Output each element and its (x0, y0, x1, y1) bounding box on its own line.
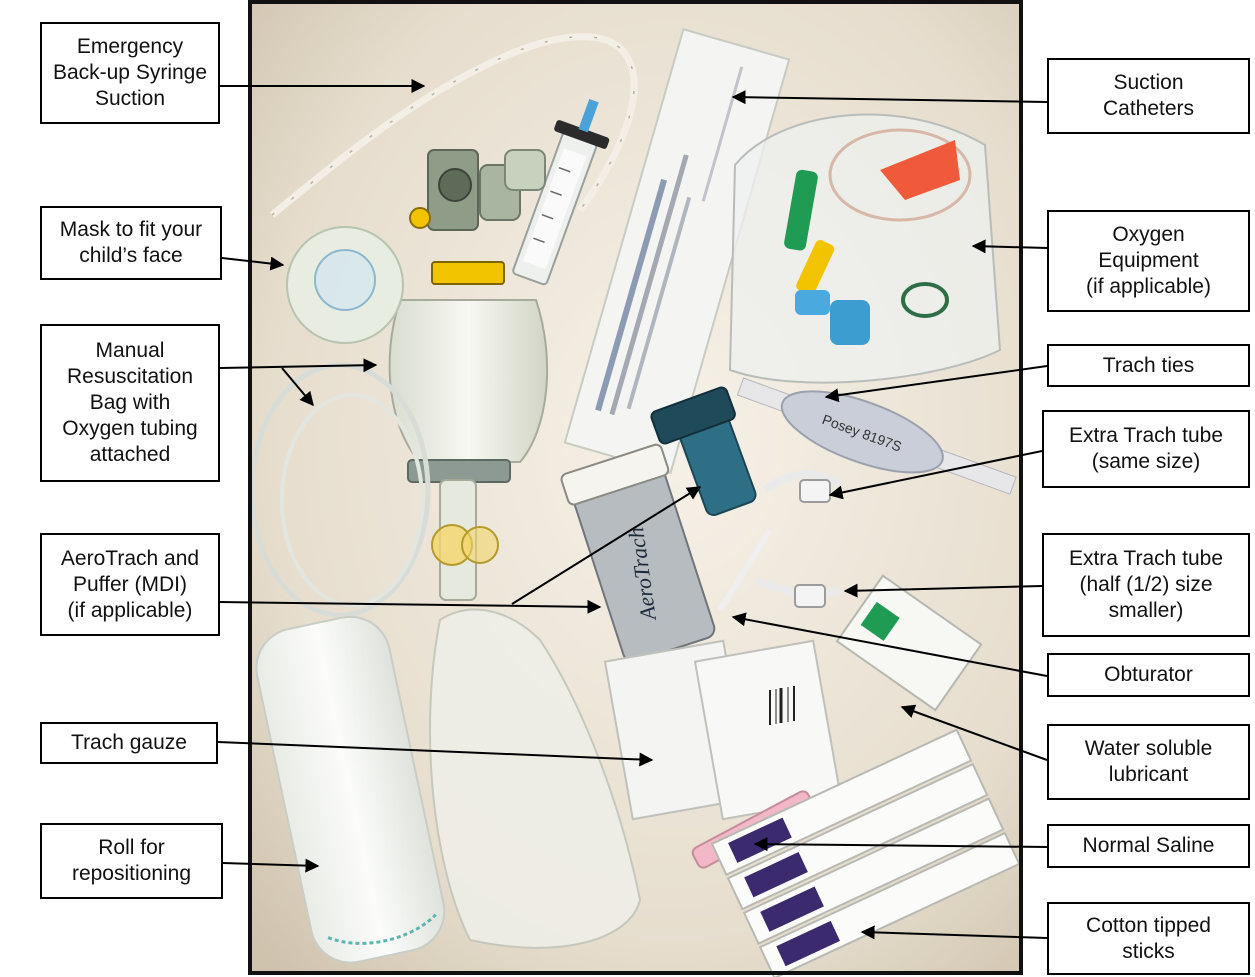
arrow-tubing (281, 367, 314, 407)
label-suction-catheters: Suction Catheters (1047, 58, 1250, 134)
obturator-device (717, 528, 773, 612)
cotton-stick-packages (710, 728, 1021, 977)
label-oxygen-equipment: Oxygen Equipment (if applicable) (1047, 210, 1250, 312)
resuscitation-bag (388, 149, 642, 949)
arrow-mask (221, 256, 285, 271)
arrow-oxygen-equipment (971, 239, 1048, 254)
oxygen-reservoir-bag (429, 608, 642, 949)
extra-trach-tube-half (753, 576, 842, 608)
label-lubricant: Water soluble lubricant (1047, 724, 1250, 800)
arrow-saline (753, 837, 1048, 852)
lubricant-packet (835, 574, 983, 712)
oxygen-mask-rim (828, 128, 972, 222)
arrow-obturator (731, 612, 1048, 677)
trach-ties: Posey 8197S (736, 377, 1017, 495)
green-tubing-loop (901, 282, 949, 318)
label-extra-trach-same: Extra Trach tube (same size) (1042, 410, 1250, 488)
arrow-suction-catheters (731, 90, 1048, 105)
label-mask: Mask to fit your child’s face (40, 206, 222, 280)
label-extra-trach-half: Extra Trach tube (half (1/2) size smalle… (1042, 533, 1250, 637)
label-aerotrach: AeroTrach and Puffer (MDI) (if applicabl… (40, 533, 220, 636)
gauze-barcode (769, 686, 795, 725)
arrow-roll (222, 858, 320, 873)
yellow-connector (796, 240, 835, 296)
suction-catheter-package (563, 27, 791, 475)
blue-connector (795, 290, 830, 315)
label-trach-gauze: Trach gauze (40, 722, 218, 764)
label-obturator: Obturator (1047, 653, 1250, 697)
green-connector (784, 169, 818, 251)
oxygen-tubing-inner (280, 393, 424, 607)
aerotrach-device: AeroTrach (560, 443, 716, 663)
arrow-extra-trach-half (843, 583, 1043, 598)
red-connector (880, 140, 960, 200)
face-mask (286, 226, 404, 344)
arrow-aerotrach (219, 599, 602, 614)
arrow-puffer (511, 486, 702, 605)
label-saline: Normal Saline (1047, 824, 1250, 868)
arrow-cotton-sticks (860, 925, 1048, 940)
puffer-inhaler (650, 386, 757, 516)
label-emergency-syringe: Emergency Back-up Syringe Suction (40, 22, 220, 124)
arrow-lubricant (900, 704, 1048, 761)
label-trach-ties: Trach ties (1047, 344, 1250, 387)
arrow-extra-trach-same (828, 450, 1043, 500)
label-resuscitation-bag: Manual Resuscitation Bag with Oxygen tub… (40, 324, 220, 482)
arrow-trach-ties (824, 365, 1048, 403)
arrow-trach-gauze (217, 741, 654, 767)
arrow-bag (219, 358, 378, 373)
blue-adapter (830, 300, 870, 345)
tubing-markings (271, 35, 635, 216)
towel-roll (255, 615, 446, 964)
label-roll: Roll for repositioning (40, 823, 223, 899)
label-cotton-sticks: Cotton tipped sticks (1047, 902, 1250, 975)
photo-frame (248, 0, 1023, 975)
syringe (512, 98, 610, 286)
callout-arrows (217, 79, 1048, 940)
